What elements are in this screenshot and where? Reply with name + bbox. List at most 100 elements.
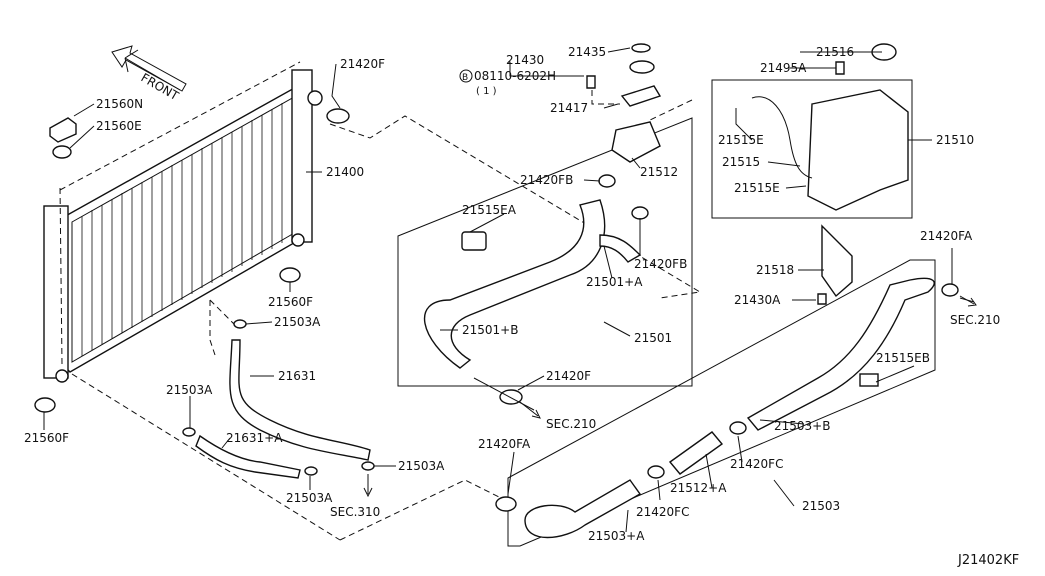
label-21515EA: 21515EA bbox=[462, 203, 517, 217]
clamp-21503A-4 bbox=[361, 461, 375, 471]
label-21501: 21501 bbox=[634, 331, 672, 345]
bracket-21417 bbox=[620, 85, 662, 107]
clamp-21420FB-1 bbox=[598, 174, 616, 188]
heater-dash-guide bbox=[209, 299, 236, 356]
label-21560E: 21560E bbox=[96, 119, 142, 133]
bolt-symbol: B bbox=[462, 73, 468, 83]
pipe-21512A bbox=[668, 431, 724, 475]
arrow-sec310 bbox=[363, 476, 373, 498]
lower-hose-box bbox=[507, 259, 936, 547]
clamp-21503A-1 bbox=[233, 319, 247, 329]
label-21503A-plus: 21503+A bbox=[588, 529, 645, 543]
clamp-21503A-3 bbox=[304, 466, 318, 476]
radiator-dash-guide bbox=[59, 61, 341, 541]
radiator bbox=[43, 69, 323, 383]
bolt-21430A bbox=[817, 293, 827, 305]
bolt-note: B 08110-6202H ( 1 ) bbox=[459, 69, 556, 97]
lower-hose-21503A bbox=[524, 479, 642, 539]
clamp-21420FC-1 bbox=[729, 421, 747, 435]
bolt-21495A bbox=[835, 61, 845, 75]
label-21512: 21512 bbox=[640, 165, 678, 179]
reservoir-box bbox=[711, 79, 913, 219]
label-21420FB-1: 21420FB bbox=[520, 173, 573, 187]
label-21420FA-right: 21420FA bbox=[920, 229, 973, 243]
label-21495A: 21495A bbox=[760, 61, 807, 75]
clamp-21420FC-2 bbox=[647, 465, 665, 479]
upper-hose-dash-guide bbox=[329, 115, 702, 299]
front-arrow: FRONT bbox=[111, 45, 187, 103]
reservoir-tank-21510 bbox=[807, 89, 909, 211]
reservoir-hose-21515 bbox=[751, 96, 813, 179]
label-21420FB-2: 21420FB bbox=[634, 257, 687, 271]
clamp-21420FB-2 bbox=[631, 206, 649, 220]
label-21501B: 21501+B bbox=[462, 323, 518, 337]
label-21518: 21518 bbox=[756, 263, 794, 277]
label-21430A: 21430A bbox=[734, 293, 781, 307]
bolt-number: 08110-6202H bbox=[474, 69, 556, 83]
label-21631A: 21631+A bbox=[226, 431, 283, 445]
label-21560N: 21560N bbox=[96, 97, 143, 111]
front-label: FRONT bbox=[139, 70, 182, 103]
arrow-sec210-mid bbox=[519, 401, 541, 419]
bolt-08110 bbox=[586, 75, 596, 89]
label-21430: 21430 bbox=[506, 53, 544, 67]
label-21503B: 21503+B bbox=[774, 419, 830, 433]
radiator-lower-outlet bbox=[55, 369, 69, 383]
label-21631: 21631 bbox=[278, 369, 316, 383]
label-21503A-4: 21503A bbox=[398, 459, 445, 473]
label-sec210-mid: SEC.210 bbox=[546, 417, 596, 431]
clamp-21503A-2 bbox=[182, 427, 196, 437]
label-21515E-2: 21515E bbox=[734, 181, 780, 195]
label-sec310: SEC.310 bbox=[330, 505, 380, 519]
clamp-21420F-top bbox=[326, 108, 350, 124]
label-21515E-1: 21515E bbox=[718, 133, 764, 147]
bolt-symbol-circle bbox=[459, 69, 473, 83]
label-21503: 21503 bbox=[802, 499, 840, 513]
label-21515: 21515 bbox=[722, 155, 760, 169]
mount-21560N bbox=[49, 117, 77, 143]
mount-21560E bbox=[52, 145, 72, 159]
label-21510: 21510 bbox=[936, 133, 974, 147]
radiator-fins bbox=[81, 103, 283, 356]
radiator-upper-inlet bbox=[307, 90, 323, 106]
arrow-sec210-right bbox=[959, 295, 977, 307]
label-21420FC-2: 21420FC bbox=[636, 505, 689, 519]
label-21516: 21516 bbox=[816, 45, 854, 59]
label-21420F-mid: 21420F bbox=[546, 369, 591, 383]
label-sec210-right: SEC.210 bbox=[950, 313, 1000, 327]
thermostat-dash-guide bbox=[591, 90, 693, 121]
clamp-21420FA-left bbox=[495, 496, 517, 512]
label-21560F-left: 21560F bbox=[24, 431, 69, 445]
label-21503A-3: 21503A bbox=[286, 491, 333, 505]
callout-labels: 21560N 21560E 21420F 21400 21560F 21560F… bbox=[24, 45, 1000, 543]
radiator-drain bbox=[291, 233, 305, 247]
clamp-21420FA-right bbox=[941, 283, 959, 297]
label-21503A-2: 21503A bbox=[166, 383, 213, 397]
lower-hose-21503B bbox=[746, 277, 935, 431]
diagram-code: J21402KF bbox=[957, 553, 1019, 568]
cap-21430 bbox=[629, 60, 655, 74]
clip-21515EB bbox=[859, 373, 879, 387]
radiator-left-tank bbox=[43, 205, 69, 379]
heater-hose-21631A bbox=[195, 434, 301, 479]
label-21420FC-1: 21420FC bbox=[730, 457, 783, 471]
bracket-21518 bbox=[821, 224, 853, 298]
label-21503A-1: 21503A bbox=[274, 315, 321, 329]
upper-hose-21501A bbox=[599, 234, 642, 263]
label-21417: 21417 bbox=[550, 101, 588, 115]
label-21400: 21400 bbox=[326, 165, 364, 179]
label-21515EB: 21515EB bbox=[876, 351, 930, 365]
gasket-21435 bbox=[631, 43, 651, 53]
bolt-qty: ( 1 ) bbox=[476, 86, 497, 97]
label-21501A: 21501+A bbox=[586, 275, 643, 289]
thermostat-housing-21512 bbox=[611, 121, 661, 163]
label-21512A: 21512+A bbox=[670, 481, 727, 495]
mount-21560F-left bbox=[34, 397, 56, 413]
mount-21560F-right bbox=[279, 267, 301, 283]
heater-hose-21631 bbox=[229, 339, 371, 461]
upper-hose-box bbox=[397, 117, 693, 387]
label-21420FA-left: 21420FA bbox=[478, 437, 531, 451]
label-21420F-top: 21420F bbox=[340, 57, 385, 71]
